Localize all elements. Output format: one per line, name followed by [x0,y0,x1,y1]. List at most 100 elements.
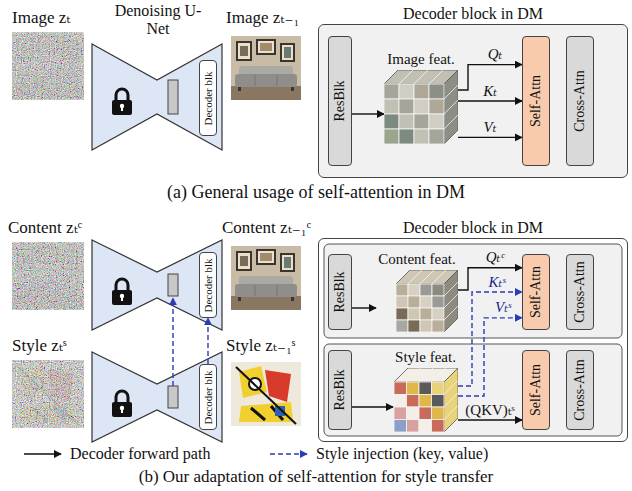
panel-fill [319,25,627,177]
cube-grid [399,70,458,99]
box-label: Cross-Attn [573,359,587,420]
cube-cell [407,420,420,433]
cross-attention-box: Cross-Attn [566,254,594,330]
panel-heading: Decoder block in DM [318,4,628,24]
forward-arrow [352,307,376,308]
box-label: ResBlk [333,80,347,121]
unet-block [168,274,178,296]
cube-cell [408,296,420,308]
row-frame [324,244,622,338]
cube-cell [432,395,445,408]
cube-cell [419,407,432,420]
box-label: Self-Attn [529,266,543,318]
edge-label: Qₜ [488,46,503,63]
feature-cube: Image feat. [384,50,458,144]
feature-label: Style feat. [395,348,456,366]
decoder-block-box: Decoder blk [199,60,217,136]
cube-cell [407,395,420,408]
cube-cell [432,308,444,320]
cube-cell [432,420,445,433]
forward-arrow [458,268,522,290]
unet-shape [92,352,222,442]
cube-cell [432,296,444,308]
clean-image [231,36,301,100]
lock-icon [112,279,132,305]
box-label: Self-Attn [529,75,543,127]
cube-shape [384,70,458,144]
panel-heading: Decoder block in DM [318,218,628,238]
legend-text: Style injection (key, value) [316,444,488,464]
box-label: Cross-Attn [573,261,587,322]
cube-cell [384,114,399,129]
cube-cell [408,284,420,296]
cube-cell [429,114,444,129]
legend-line [24,453,61,454]
feature-label: Content feat. [378,250,455,268]
self-attention-box: Self-Attn [522,350,550,430]
cube-cell [414,84,429,99]
cube-cell [394,395,407,408]
cube-cell [396,320,408,332]
cube-cell [408,320,420,332]
cross-attention-box: Cross-Attn [566,350,594,430]
cube-cell [420,296,432,308]
caption: (b) Our adaptation of self-attention for… [0,467,632,487]
cross-attention-box: Cross-Attn [566,36,594,166]
legend-sample [22,448,64,460]
cube-cell [429,99,444,114]
noise-layer [12,32,84,100]
cube-shape [396,270,458,332]
cube-cell [394,420,407,433]
cube-cell [429,129,444,144]
noise-layer [12,360,84,428]
cube-cell [432,407,445,420]
cube-cell [432,382,445,395]
cube-shape [394,368,458,432]
cube-grid [432,368,459,420]
unet-shape [92,44,222,150]
forward-arrow [352,113,384,114]
image-label: Style zₜ₋₁ˢ [226,336,295,356]
image-label: Image zₜ₋₁ [226,8,299,28]
cube-cell [419,395,432,408]
decoder-block-box: Decoder blk [199,364,217,430]
cube-cell [394,382,407,395]
legend-item: Style injection (key, value) [268,444,488,464]
cube-cell [407,382,420,395]
image-label: Content zₜ₋₁ᶜ [222,218,311,238]
forward-arrow [458,419,522,420]
cube-cell [408,308,420,320]
legend-line [270,453,307,454]
cube-cell [419,420,432,433]
edge-label: Qₜᶜ [486,249,504,266]
edge-label: Kₜ [483,83,497,100]
unet-block [168,80,178,114]
lock-icon [112,89,132,115]
edge-label: Kₜˢ [489,274,506,291]
legend-sample [268,448,310,460]
image-label: Image zₜ [12,8,70,28]
feature-cube: Style feat. [393,348,458,432]
injection-arrow [172,298,173,386]
cube-cell [419,382,432,395]
resblock-box: ResBlk [328,36,352,166]
model-label: Denoising U-Net [112,2,204,37]
noise-layer [12,242,84,310]
cube-cell [414,114,429,129]
cube-grid [429,70,458,129]
injection-arrow [458,292,522,386]
cube-cell [396,284,408,296]
self-attention-box: Self-Attn [522,36,550,166]
cube-cell [414,99,429,114]
cube-cell [399,129,414,144]
injection-arrow [207,318,208,364]
edge-label: Vₜ [484,119,497,136]
cube-cell [432,320,444,332]
self-attention-box: Self-Attn [522,254,550,330]
caption: (a) General usage of self-attention in D… [0,182,632,203]
injection-arrow [458,318,522,396]
clean-image [231,246,301,310]
row-frame [324,344,622,436]
decoder-panel: Decoder block in DM ResBlk Image feat. Self… [318,4,628,178]
